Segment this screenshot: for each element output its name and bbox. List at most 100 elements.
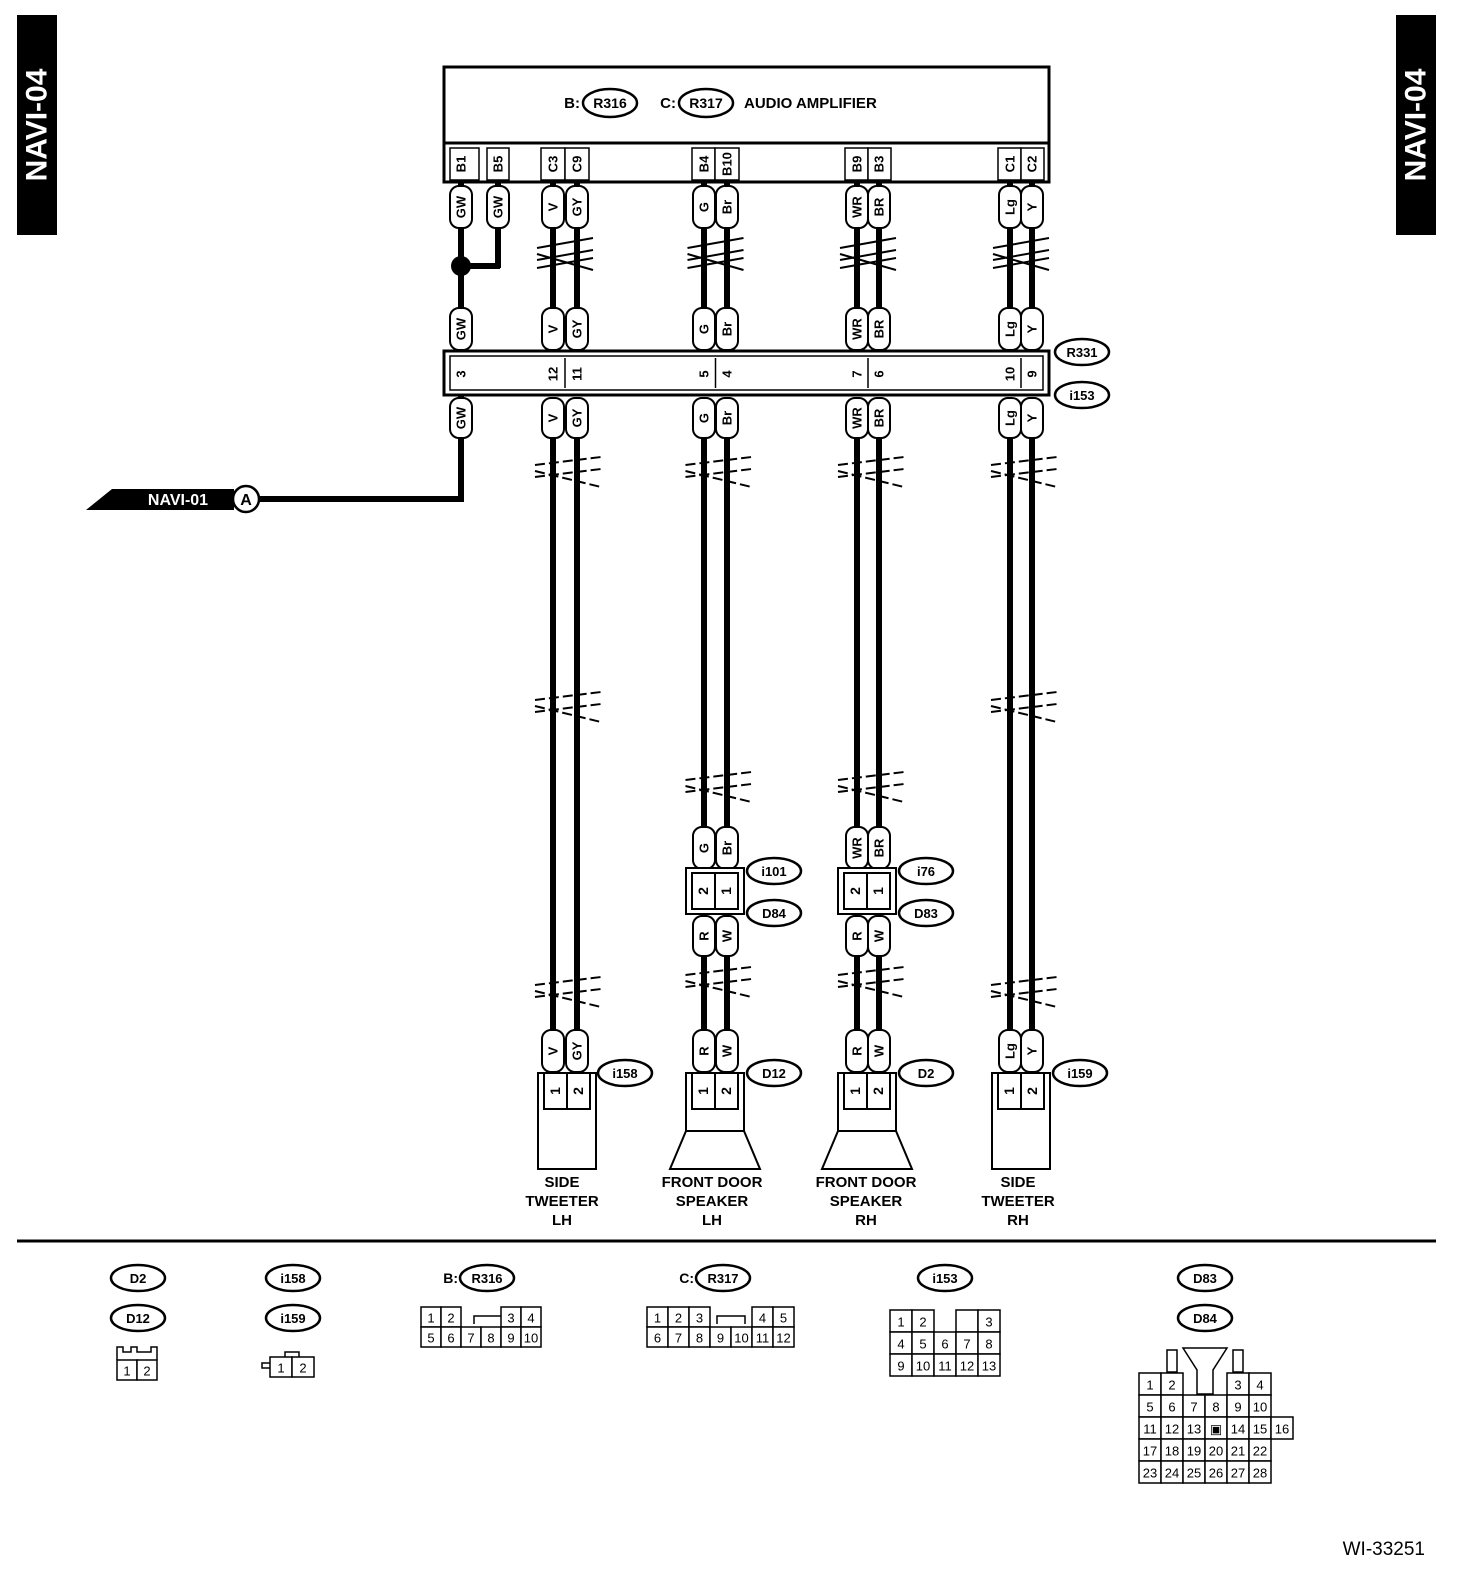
tweeter-rh-pin-2: 2: [1024, 1087, 1040, 1095]
legend-face-d83-pin: 7: [1190, 1400, 1197, 1415]
amp-pin-cell: [564, 147, 590, 181]
svg-text:NAVI-04: NAVI-04: [21, 68, 54, 181]
legend-face-d83-pin: 5: [1146, 1400, 1153, 1415]
inline-connector-lh: 2 1 i101 D84: [685, 856, 803, 928]
twist-marker-dashed: [685, 771, 752, 803]
legend-face-r316-pin: 10: [524, 1331, 538, 1346]
legend-face-r317-pin: 7: [675, 1331, 682, 1346]
legend-face-i153-pin: 5: [919, 1337, 926, 1352]
wire-color-label: G: [697, 413, 712, 423]
amp-pin-label: B10: [720, 152, 735, 176]
legend-face-r316-cell: [520, 1326, 542, 1348]
legend-face-d83-pin: 20: [1209, 1444, 1223, 1459]
legend-face-i153-pin: 10: [916, 1359, 930, 1374]
amp-prefix-c: C:: [660, 95, 676, 112]
legend-face-i153-pin: 9: [897, 1359, 904, 1374]
legend-face-r317-pin: 1: [654, 1311, 661, 1326]
wire-color-label: Y: [1025, 1046, 1040, 1055]
speaker-rh-label-1: FRONT DOOR: [816, 1174, 917, 1191]
amp-pin-label: B9: [850, 156, 865, 173]
legend-face-r316-pin: 3: [507, 1311, 514, 1326]
wire-color-label: Y: [1025, 202, 1040, 211]
wire-color-label: BR: [872, 838, 887, 857]
legend-face-d83-pin: 17: [1143, 1444, 1157, 1459]
legend-prefix-c: C:: [679, 1270, 694, 1286]
legend-face-d83-pin: 6: [1168, 1400, 1175, 1415]
legend-face-d2-cell: [136, 1359, 158, 1381]
legend-face-r317-pin: 6: [654, 1331, 661, 1346]
legend-face-d83-pin: 22: [1253, 1444, 1267, 1459]
twist-marker: [992, 237, 1050, 271]
legend-face-d83-pin: 15: [1253, 1422, 1267, 1437]
wire-color-tag: [715, 915, 739, 957]
twist-marker-dashed: [685, 966, 752, 998]
tweeter-rh-conn: i159: [1067, 1066, 1092, 1081]
legend-face-d83-pin: 3: [1234, 1378, 1241, 1393]
side-tweeter-rh: 1 2 i159 SIDE TWEETER RH: [981, 1058, 1109, 1229]
inline-rh-pin-1: 1: [870, 887, 886, 895]
wire-color-label: R: [850, 1046, 865, 1056]
wire-color-label: G: [697, 843, 712, 853]
legend-prefix-b: B:: [443, 1270, 458, 1286]
legend-face-i158-cell: [291, 1356, 315, 1378]
figure-id: WI-33251: [1343, 1539, 1425, 1560]
joint-pin-label: 12: [546, 367, 561, 381]
legend-face-d83-pin: 21: [1231, 1444, 1245, 1459]
tweeter-rh-label-1: SIDE: [1000, 1174, 1035, 1191]
legend-face-d83-pin: 1: [1146, 1378, 1153, 1393]
wire-color-label: V: [546, 1046, 561, 1055]
legend-face-r317-pin: 2: [675, 1311, 682, 1326]
wire-color-label: G: [697, 202, 712, 212]
legend-face-d83-pin: 14: [1231, 1422, 1245, 1437]
legend-face-d83-pin: 9: [1234, 1400, 1241, 1415]
wire-color-label: GW: [491, 195, 506, 218]
legend-face-r317-cell: [772, 1326, 795, 1348]
tweeter-rh-label-2: TWEETER: [981, 1193, 1054, 1210]
wire-color-label: WR: [850, 318, 865, 340]
legend-face-d83-pin: 10: [1253, 1400, 1267, 1415]
speaker-rh-label-2: SPEAKER: [830, 1193, 903, 1210]
tweeter-rh-label-3: RH: [1007, 1212, 1029, 1229]
twist-marker-dashed: [534, 976, 602, 1008]
joint-pin-label: 5: [697, 370, 712, 377]
amp-pin-cell: [449, 147, 480, 181]
wire-color-label: Br: [720, 411, 735, 425]
legend-face-r316-pin: 1: [427, 1311, 434, 1326]
speaker-lh-pin-2: 2: [718, 1087, 734, 1095]
twist-marker-dashed: [534, 691, 602, 723]
wire-color-tag: [1020, 185, 1044, 229]
legend-face-i153-pin: 3: [985, 1315, 992, 1330]
tweeter-rh-pin-1: 1: [1001, 1087, 1017, 1095]
legend-face-r316-pin: 8: [487, 1331, 494, 1346]
amp-pin-cell: [540, 147, 566, 181]
amp-pin-label: C3: [546, 156, 561, 173]
legend-face-r316-pin: 7: [467, 1331, 474, 1346]
twist-marker-dashed: [990, 691, 1058, 723]
inline-connector-rh: 2 1 i76 D83: [837, 856, 955, 928]
joint-pin-label: 9: [1025, 370, 1040, 377]
twist-marker-dashed: [990, 976, 1058, 1008]
tweeter-lh-label-3: LH: [552, 1212, 572, 1229]
tweeter-lh-pin-2: 2: [570, 1087, 586, 1095]
inline-lh-bottom-conn: D84: [762, 906, 787, 921]
wire-color-label: Lg: [1003, 410, 1018, 426]
twist-marker-dashed: [837, 771, 905, 803]
legend-face-d83-pin: 28: [1253, 1466, 1267, 1481]
legend-face-d83-pin: 25: [1187, 1466, 1201, 1481]
side-tweeter-lh: 1 2 i158 SIDE TWEETER LH: [525, 1058, 654, 1229]
legend-conn-i153: i153: [932, 1271, 957, 1286]
legend-face-i153-pin: 8: [985, 1337, 992, 1352]
amp-pin-label: C2: [1025, 156, 1040, 173]
inline-lh-top-conn: i101: [761, 864, 786, 879]
legend-face-i153-pin: 13: [982, 1359, 996, 1374]
legend-face-d2-pin: 2: [143, 1364, 150, 1379]
wire-color-label: W: [720, 929, 735, 942]
legend-face-i153-pin: 11: [938, 1359, 952, 1374]
joint-conn-bottom: i153: [1069, 388, 1094, 403]
wire-color-label: Y: [1025, 413, 1040, 422]
amp-pin-label: B4: [697, 155, 712, 172]
